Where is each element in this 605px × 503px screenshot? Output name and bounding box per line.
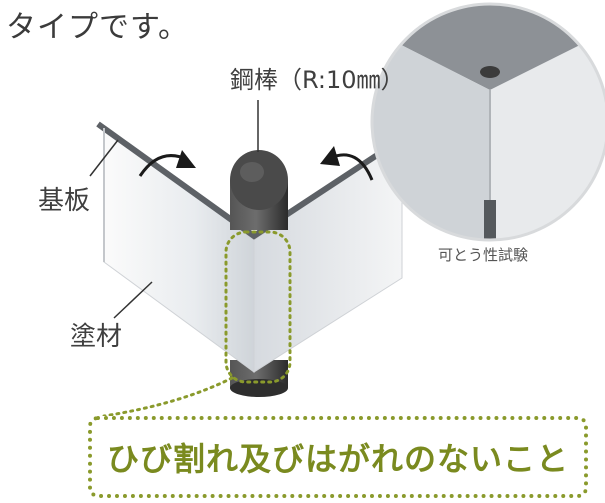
result-text: ひび割れ及びはがれのないこと [106,440,569,478]
intro-text: タイプです。 [6,10,189,45]
bend-arrow-right-head [320,146,340,166]
substrate-leader [89,139,119,177]
steel-rod-label: 鋼棒（R:10㎜） [230,66,405,94]
steel-rod [230,150,288,230]
substrate-label: 基板 [38,186,91,216]
callout-connector [102,376,234,418]
magnified-photo [372,4,605,240]
coating-leader [113,281,153,319]
bend-arrow-left-head [176,150,196,168]
coating-label: 塗材 [70,322,123,352]
panel [96,121,408,373]
flex-test-label: 可とう性試験 [438,246,529,264]
result-callout: ひび割れ及びはがれのないこと [88,416,588,498]
crack-check-region [224,230,292,384]
